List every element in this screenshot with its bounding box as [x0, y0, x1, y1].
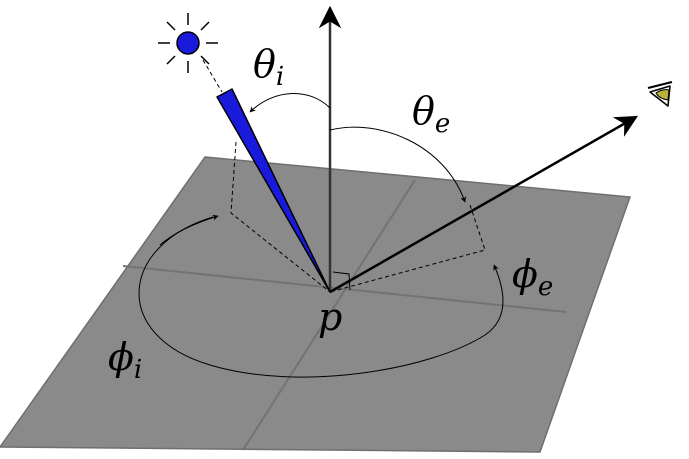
theta-e-subscript: e — [435, 109, 450, 139]
point-p-label: p — [318, 295, 342, 339]
theta-i-subscript: i — [276, 62, 284, 92]
phi-i-arrow-head — [159, 214, 219, 246]
incident-projection-dashed — [230, 141, 331, 293]
theta-e-arc — [329, 126, 467, 203]
incident-light-ray — [216, 88, 331, 293]
sun-to-ray-dashed — [202, 59, 223, 93]
sun-icon — [158, 13, 218, 73]
phi-i-symbol: ϕ — [108, 335, 134, 379]
exitant-view-ray — [329, 115, 638, 294]
theta-i-symbol: θ — [253, 42, 276, 86]
theta-e-symbol: θ — [412, 89, 435, 133]
right-angle-mark — [332, 271, 351, 291]
phi-i-azimuth-arc — [138, 216, 504, 378]
surface-plane — [0, 156, 632, 453]
exitant-projection-dashed — [329, 204, 486, 293]
eye-icon — [647, 81, 673, 107]
phi-e-symbol: ϕ — [512, 252, 538, 296]
theta-i-label: θi — [253, 42, 284, 92]
phi-e-label: ϕe — [512, 252, 553, 302]
phi-i-subscript: i — [134, 355, 142, 385]
plane-grid-line-2 — [242, 179, 416, 451]
theta-e-label: θe — [412, 89, 450, 139]
phi-i-label: ϕi — [108, 335, 142, 385]
theta-i-arc — [249, 93, 331, 113]
phi-e-subscript: e — [538, 272, 553, 302]
